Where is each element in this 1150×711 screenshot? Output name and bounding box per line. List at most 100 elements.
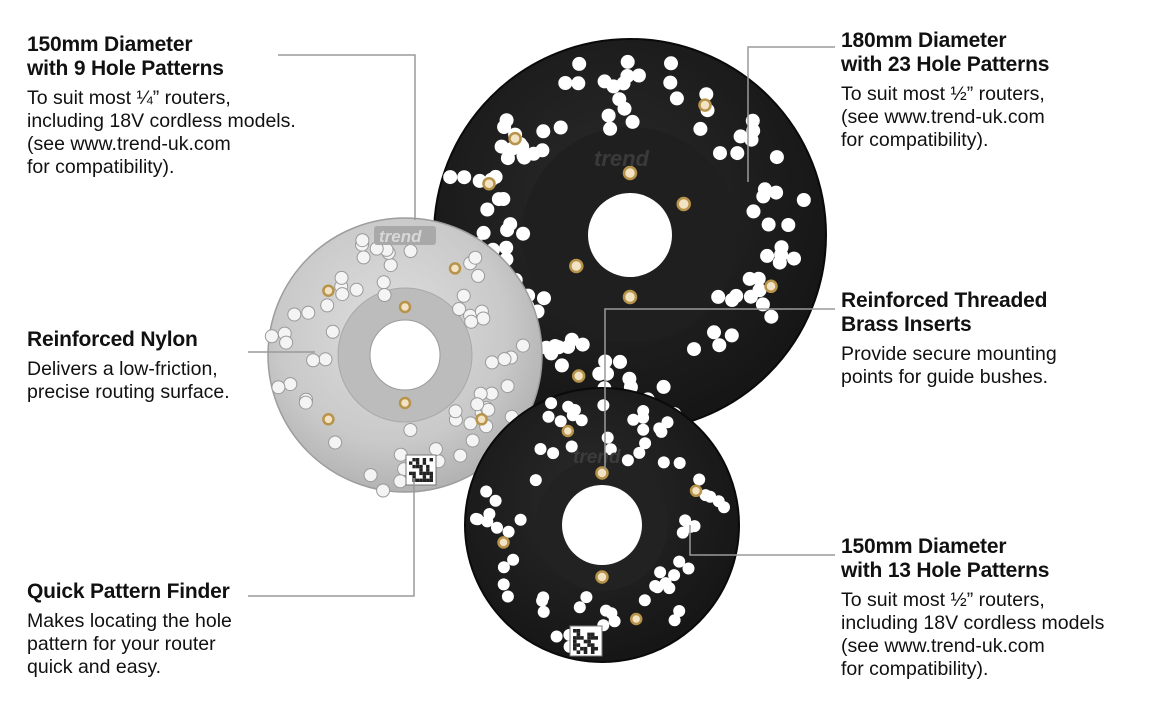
qr-module [409, 471, 413, 476]
callout-150mm-9-holes: 150mm Diameter with 9 Hole Patterns To s… [27, 33, 357, 179]
mounting-hole [526, 146, 541, 161]
mounting-hole [325, 324, 340, 339]
mounting-hole [673, 555, 686, 568]
mounting-hole [787, 251, 801, 266]
mounting-hole [335, 287, 350, 302]
mounting-hole [631, 68, 646, 83]
mounting-hole [287, 307, 302, 322]
mounting-hole [355, 233, 370, 248]
mounting-hole [480, 485, 493, 498]
qr-module [426, 464, 430, 469]
qr-module [576, 629, 581, 633]
qr-module [590, 646, 595, 651]
qr-module [422, 458, 427, 462]
small-black-plate: trend [464, 387, 740, 663]
mounting-hole [298, 395, 313, 410]
mounting-hole [729, 288, 744, 303]
mounting-hole [622, 371, 637, 386]
qr-module [426, 468, 430, 472]
mounting-hole [499, 240, 514, 255]
qr-module [583, 646, 588, 651]
brass-insert [497, 536, 510, 549]
callout-reinforced-nylon: Reinforced Nylon Delivers a low-friction… [27, 328, 267, 404]
mounting-hole [772, 255, 787, 270]
qr-module [580, 646, 584, 651]
callout-quick-pattern-finder-body: Makes locating the hole pattern for your… [27, 610, 232, 678]
mounting-hole [318, 352, 333, 367]
mounting-hole [496, 192, 511, 206]
qr-module [422, 461, 427, 465]
mounting-hole [393, 474, 408, 489]
mounting-hole [571, 76, 586, 91]
mounting-hole [547, 447, 560, 460]
brass-insert [595, 570, 609, 584]
qr-module [426, 471, 430, 476]
trend-logo-large: trend [594, 146, 650, 171]
brass-insert [622, 165, 638, 181]
mounting-hole [514, 513, 527, 526]
qr-module [580, 636, 584, 640]
brass-insert [689, 484, 703, 498]
mounting-hole [516, 226, 531, 241]
mounting-hole [601, 431, 614, 444]
silver-nylon-plate: trend [264, 217, 543, 498]
mounting-hole [713, 146, 727, 161]
qr-code-silver [405, 454, 437, 486]
callout-brass-inserts-heading: Reinforced Threaded Brass Inserts [841, 289, 1048, 336]
qr-module [576, 632, 581, 637]
mounting-hole [668, 569, 681, 582]
qr-module [590, 643, 595, 647]
brass-insert [622, 289, 638, 305]
callout-quick-pattern-finder-heading: Quick Pattern Finder [27, 580, 230, 603]
mounting-hole [465, 433, 480, 448]
mounting-hole [503, 217, 518, 232]
mounting-hole [283, 377, 298, 392]
mounting-hole [264, 329, 279, 344]
mounting-hole [724, 328, 739, 343]
mounting-hole [502, 525, 515, 538]
mounting-hole [575, 414, 588, 427]
mounting-hole [383, 258, 398, 273]
qr-module [429, 475, 433, 479]
qr-module [415, 478, 420, 482]
mounting-hole [494, 139, 509, 154]
qr-module [587, 639, 591, 644]
mounting-hole [452, 302, 467, 316]
mounting-hole [769, 150, 784, 165]
mounting-hole [468, 250, 483, 265]
mounting-hole [707, 325, 721, 340]
qr-module [412, 464, 416, 469]
brass-insert [482, 176, 496, 191]
mounting-hole [682, 562, 695, 575]
mounting-hole [712, 338, 727, 353]
mounting-hole [757, 182, 772, 197]
mounting-hole [356, 250, 371, 265]
mounting-hole [769, 185, 784, 200]
mounting-hole [537, 291, 551, 306]
callout-180mm-23-holes-heading: 180mm Diameter with 23 Hole Patterns [841, 29, 1050, 76]
mounting-hole [661, 416, 674, 429]
mounting-hole [639, 437, 652, 450]
qr-module [412, 475, 416, 479]
mounting-hole [572, 56, 587, 71]
mounting-hole [657, 456, 670, 469]
mounting-hole [448, 404, 463, 419]
mounting-hole [464, 314, 479, 329]
mounting-hole [612, 92, 627, 107]
mounting-hole [621, 454, 634, 467]
qr-module [587, 636, 591, 640]
leader-180-23 [747, 46, 835, 182]
mounting-hole [616, 76, 631, 91]
mounting-hole [718, 501, 730, 514]
mounting-hole [491, 521, 503, 534]
mounting-hole [575, 337, 590, 352]
callout-reinforced-nylon-body: Delivers a low-friction, precise routing… [27, 358, 230, 403]
qr-module [415, 461, 420, 465]
callout-150mm-9-holes-body: To suit most ¼” routers, including 18V c… [27, 87, 296, 178]
qr-module [576, 643, 581, 647]
mounting-hole [537, 591, 550, 604]
brass-insert [322, 284, 335, 297]
mounting-hole [463, 416, 478, 431]
qr-module [419, 464, 423, 469]
